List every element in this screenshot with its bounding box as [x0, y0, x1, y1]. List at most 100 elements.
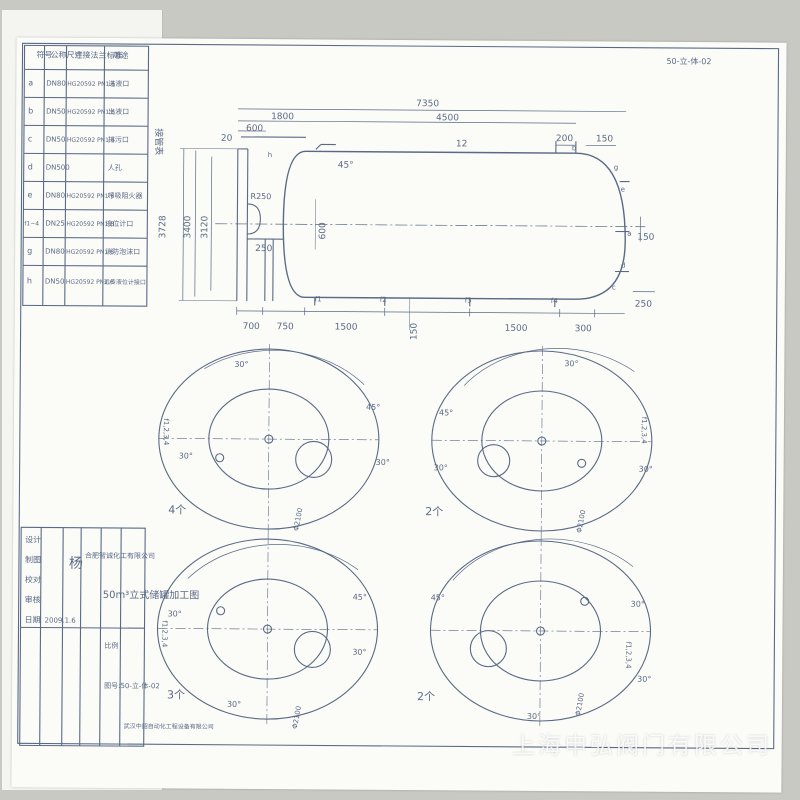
title-company: 合肥智诚化工有限公司: [85, 551, 155, 560]
nozzle-row-d-symbol: d: [28, 162, 33, 171]
nozzle-row-d-use: 人孔: [108, 164, 122, 172]
pv2-angle-c: 30°: [639, 465, 653, 474]
pv1-angle-b: 45°: [366, 403, 380, 412]
nozzle-mark-f1: f1: [315, 295, 322, 303]
plan-view-4-angle-arc: [452, 538, 634, 581]
plan-view-1: [158, 344, 380, 535]
dim-angle-45: 45°: [338, 161, 354, 171]
title-label-date: 日期: [25, 615, 41, 624]
dim-300: 300: [575, 324, 593, 334]
nozzle-row-d-size: DN500: [46, 164, 70, 172]
pv3-angle-d: 30°: [227, 700, 241, 709]
pv4-f-label: f1,2,3,4: [624, 642, 632, 670]
nozzle-row-c-flange: HG20592 PN1.6: [67, 137, 115, 144]
pv2-count: 2个: [425, 505, 443, 518]
nozzle-row-c-size: DN50: [46, 136, 66, 144]
nozzle-mark-e: e: [621, 186, 625, 194]
pv2-angle-d: 30°: [434, 463, 448, 472]
pv3-angle-c: 30°: [352, 648, 366, 657]
dim-200: 200: [556, 134, 574, 144]
pv2-angle-b: 45°: [439, 408, 453, 417]
nozzle-mark-f4: f4: [551, 297, 559, 305]
drawing-border: [17, 42, 780, 750]
watermark: 上海申弘阀门有限公司: [512, 733, 772, 759]
title-block: [19, 526, 146, 747]
pv4-angle-a: 45°: [431, 593, 445, 602]
dim-4500: 4500: [436, 113, 459, 123]
nozzle-row-f-use: 液位计口: [105, 219, 133, 228]
nozzle-table-title: 接管表: [153, 128, 165, 155]
dim-150-top: 150: [596, 134, 614, 144]
plan-view-3-angle-arc: [187, 544, 359, 579]
pv2-diameter: Φ2100: [575, 509, 587, 533]
nozzle-row-g-symbol: g: [27, 246, 32, 255]
drawing-sheet: 符号 公称尺寸 连接法兰标准 用途 接管表 a DN80 HG20592 PN1…: [11, 37, 787, 793]
title-label-check: 校对: [25, 574, 41, 584]
dim-150-right: 150: [637, 233, 655, 243]
nozzle-row-a-symbol: a: [28, 78, 33, 87]
nozzle-row-h-symbol: h: [27, 276, 32, 285]
dim-600-mid: 600: [318, 222, 328, 240]
nozzle-row-h-use: 远传液位计接口: [104, 278, 146, 286]
title-signature: 杨: [69, 556, 83, 572]
nozzle-row-e-use: 呼吸阻火器: [107, 191, 142, 200]
nozzle-row-g-use: 消防泡沫口: [105, 247, 140, 256]
plan-view-2-angle-arc: [463, 348, 635, 386]
nozzle-mark-g: g: [614, 163, 619, 171]
nozzle-mark-c: c: [612, 283, 616, 291]
nozzle-row-a-flange: HG20592 PN1.6: [67, 81, 115, 88]
nozzle-row-e-symbol: e: [27, 190, 32, 199]
nozzle-table-header-use: 用途: [112, 50, 128, 60]
tank-elevation-view: [178, 108, 655, 331]
nozzle-table-header-size: 公称尺寸: [50, 50, 82, 60]
pv2-f-label: f1,2,3,4: [640, 417, 648, 445]
pv3-angle-a: 30°: [168, 609, 182, 618]
nozzle-row-b-flange: HG20592 PN1.6: [67, 109, 115, 116]
nozzle-row-c-use: 排污口: [108, 135, 129, 144]
nozzle-mark-a: a: [627, 230, 631, 238]
dim-750: 750: [277, 322, 295, 332]
pv1-diameter: Φ2100: [292, 507, 304, 531]
pv1-angle-a: 30°: [234, 360, 248, 369]
dim-600: 600: [246, 124, 264, 134]
nozzle-row-e-flange: HG20592 PN1.6: [66, 193, 114, 200]
drawing-code: 50-立-体-02: [666, 56, 711, 66]
dim-3400: 3400: [183, 215, 193, 238]
pv4-angle-b: 30°: [631, 600, 645, 609]
title-label-review: 审核: [25, 594, 41, 604]
nozzle-table-header-symbol: 符号: [36, 49, 52, 59]
nozzle-mark-h: h: [268, 151, 272, 159]
nozzle-row-h-flange: HG20592 PN1.6: [66, 279, 114, 286]
pv1-angle-d: 30°: [179, 451, 193, 460]
nozzle-row-g-flange: HG20592 PN1.6: [66, 249, 114, 256]
title-drawing-no: 图号:50-立-体-02: [104, 681, 160, 690]
title-label-design: 设计: [25, 534, 41, 544]
nozzle-mark-d: d: [621, 262, 626, 270]
pv1-angle-c: 30°: [376, 458, 390, 467]
dim-r250: R250: [250, 192, 271, 201]
pv4-count: 2个: [417, 690, 435, 703]
dim-3728: 3728: [158, 215, 168, 238]
pv3-count: 3个: [167, 688, 185, 701]
pv4-diameter: Φ2100: [574, 692, 586, 716]
dim-700: 700: [243, 322, 261, 332]
plan-view-1-angle-arc: [204, 350, 365, 386]
nozzle-table: [22, 44, 150, 307]
dim-20: 20: [221, 134, 233, 144]
title-scale-label: 比例: [104, 641, 118, 650]
title-label-draw: 制图: [25, 554, 41, 564]
title-drawing-title: 50m³立式储罐加工图: [103, 588, 200, 602]
nozzle-row-g-size: DN80: [45, 248, 65, 256]
nozzle-row-f-symbol: f1~4: [24, 220, 39, 227]
nozzle-mark-f2: f2: [380, 296, 387, 304]
nozzle-mark-f3: f3: [465, 296, 472, 304]
nozzle-row-f-size: DN25: [45, 220, 65, 228]
pv2-angle-a: 30°: [564, 359, 578, 368]
nozzle-row-e-size: DN80: [45, 192, 65, 200]
nozzle-row-b-symbol: b: [28, 106, 33, 115]
nozzle-row-a-size: DN80: [46, 80, 66, 88]
dim-1800: 1800: [271, 112, 294, 122]
pv1-count: 4个: [168, 503, 186, 516]
pv3-diameter: Φ2100: [291, 705, 303, 729]
dim-1500-a: 1500: [335, 323, 358, 333]
